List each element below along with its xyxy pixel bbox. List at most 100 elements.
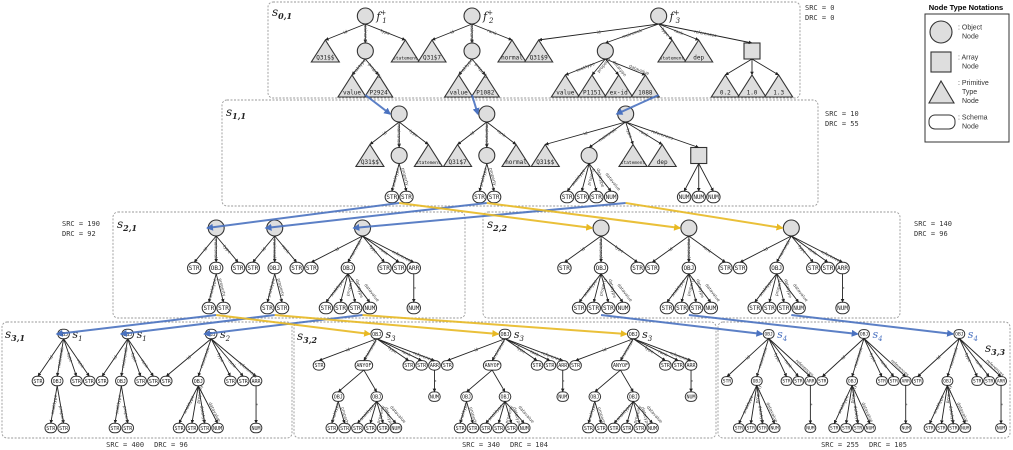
edge-label: snaktype (457, 58, 474, 77)
tree: Q31$$idSTRsnaktypeSTRpropertymainsnaksta… (354, 105, 444, 204)
tree-edge (658, 23, 673, 41)
schema-type-label: ARR (430, 363, 440, 369)
tree-edge (504, 338, 551, 361)
tree-annotation: s2 (220, 328, 231, 343)
edge-label: datavalue (791, 283, 809, 304)
schema-type-label: STR (635, 426, 645, 432)
edge-label: type (963, 352, 973, 364)
schema-node: STR (543, 360, 557, 371)
tree: STRidOBJSTRsnaktypeSTRpropertySTRdatatyp… (732, 219, 850, 315)
tree: STRidOBJSTRsnaktypeSTRpropertySTRdatatyp… (304, 219, 421, 315)
tree-edge (369, 401, 378, 424)
schema-node: STR (721, 376, 733, 386)
schema-type-label: STR (723, 379, 732, 385)
schema-type-label: OBJ (117, 379, 126, 385)
tree-edge (362, 235, 385, 263)
schema-type-label: STR (747, 426, 756, 432)
edge-label: datavalue (628, 63, 650, 77)
schema-node: STR (472, 190, 487, 204)
tree-edge (594, 369, 621, 393)
tree-edge (863, 338, 883, 377)
schema-node: NUM (703, 301, 719, 315)
schema-node: NUM (706, 190, 721, 204)
prim-node: 1088 (630, 73, 661, 98)
schema-type-label: STR (842, 426, 851, 432)
primitive-node-icon (413, 143, 444, 168)
prim-node: statement (617, 143, 648, 168)
blue-mapping-arrow (206, 202, 400, 231)
schema-type-label: NUM (997, 426, 1006, 432)
schema-type-label: STR (878, 379, 887, 385)
schema-node: STR (260, 301, 275, 315)
schema-type-label: STR (576, 194, 587, 201)
schema-type-label: ANYOF (356, 363, 371, 369)
schema-type-label: NUM (961, 426, 970, 432)
tree-annotation: f+1 (375, 9, 386, 25)
primitive-node-icon (550, 73, 581, 98)
edge-label: property (400, 167, 411, 187)
schema-type-label: OBJ (765, 332, 774, 338)
tree-edge (683, 163, 700, 192)
tree-edge (197, 385, 218, 424)
schema-node: NUM (835, 301, 850, 315)
schema-type-label: NUM (408, 305, 419, 312)
tree-edge (357, 401, 378, 424)
tree-annotation: s1 (137, 328, 147, 343)
schema-type-label: STR (571, 363, 581, 369)
tree-edge (587, 401, 596, 424)
edge-label: rank (495, 128, 507, 139)
obj-node (478, 105, 496, 123)
edge-label: snaktype (330, 402, 341, 423)
tree-edge (946, 385, 955, 424)
schema-node: STR (57, 422, 70, 434)
schema-type-label: NUM (708, 194, 719, 201)
tree: Q31$7idvaluesnaktypeP1082propertymainsna… (416, 7, 528, 98)
prim-node: normal (496, 38, 528, 63)
tree-edge (791, 235, 843, 263)
tree-edge (688, 273, 698, 303)
edge-label: snaktype (478, 167, 489, 188)
edge-label: snaktype (932, 394, 946, 415)
schema-node: STR (376, 422, 390, 434)
edge-label: datatype (852, 405, 861, 425)
tree-edge (120, 338, 129, 377)
panel-label: s3,1 (5, 327, 25, 343)
edge-label: property (345, 277, 355, 297)
tree-edge (197, 338, 212, 377)
schema-type-label: STR (925, 426, 934, 432)
schema-node: STR (557, 261, 572, 275)
panel-frame (482, 211, 901, 319)
tree-edge (625, 121, 663, 145)
schema-type-label: STR (162, 379, 172, 385)
schema-type-label: NUM (213, 426, 222, 432)
schema-node: STR (601, 301, 616, 315)
schema-type-label: STR (562, 194, 573, 201)
schema-type-label: ANYOF (613, 363, 628, 369)
tree: Q31$$idvaluesnaktypeP2924propertymainsna… (310, 7, 421, 98)
schema-type-label: STR (661, 363, 671, 369)
tree-edge (274, 235, 298, 263)
edge-label: snaktype (458, 402, 469, 423)
edge-label: type (797, 244, 808, 255)
schema-type-label: STR (149, 379, 159, 385)
schema-type-label: NUM (793, 305, 804, 312)
tree-edge (431, 23, 473, 41)
edge-label: mainsnak (757, 346, 769, 368)
tree-edge (666, 273, 690, 303)
schema-type-label: STR (394, 265, 405, 272)
schema-type-label: STR (735, 426, 744, 432)
schema-node: OBJ (498, 391, 512, 402)
schema-node: STR (732, 423, 745, 433)
edge-label: id (602, 347, 608, 354)
src-value: SRC = 0 (805, 4, 835, 12)
schema-node: STR (348, 301, 363, 315)
schema-node: ARR (899, 376, 912, 386)
edge-label: rank (280, 244, 291, 256)
tree-edge (55, 338, 65, 377)
schema-type-label: NUM (679, 194, 690, 201)
schema-type-label: OBJ (955, 332, 964, 338)
primitive-node-icon (630, 73, 661, 98)
